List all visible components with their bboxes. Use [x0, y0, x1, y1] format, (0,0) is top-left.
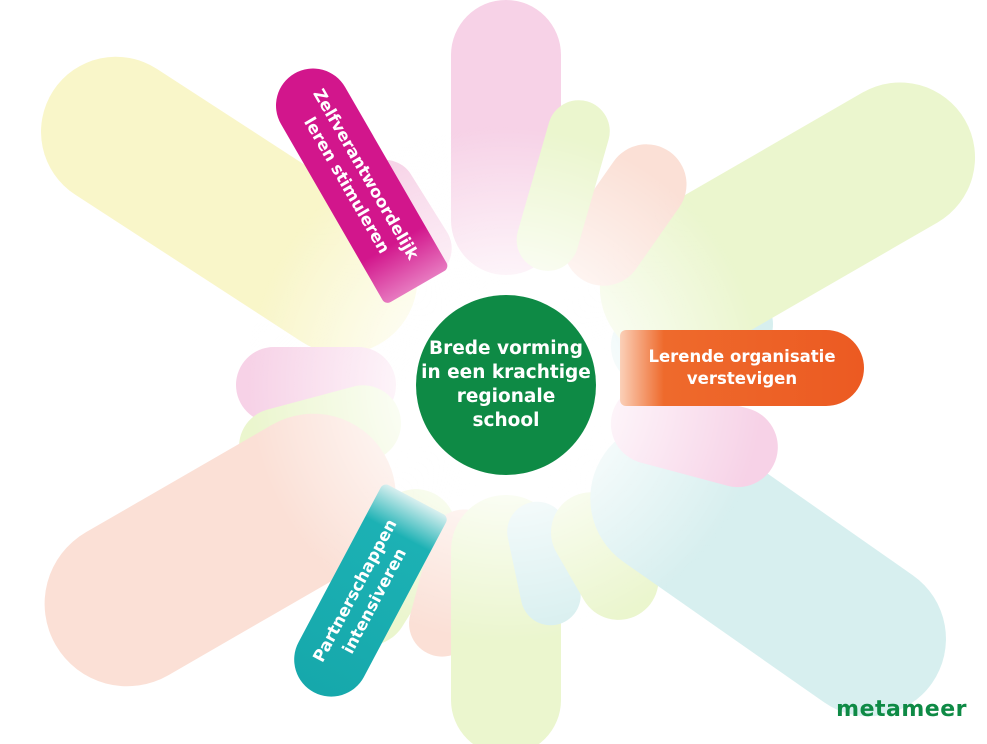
- center-circle: Brede vorming in een krachtige regionale…: [416, 295, 596, 475]
- brand-logo: metameer: [836, 697, 967, 722]
- center-line-3: regionale: [456, 386, 556, 407]
- center-line-1: Brede vorming: [429, 338, 583, 359]
- pillar-lerende-line-1: Lerende organisatie: [648, 347, 836, 366]
- center-line-2: in een krachtige: [421, 362, 591, 383]
- pillar-lerende-organisatie: Lerende organisatie verstevigen: [620, 330, 864, 406]
- center-line-4: school: [472, 410, 540, 431]
- pillar-lerende-line-2: verstevigen: [686, 369, 798, 388]
